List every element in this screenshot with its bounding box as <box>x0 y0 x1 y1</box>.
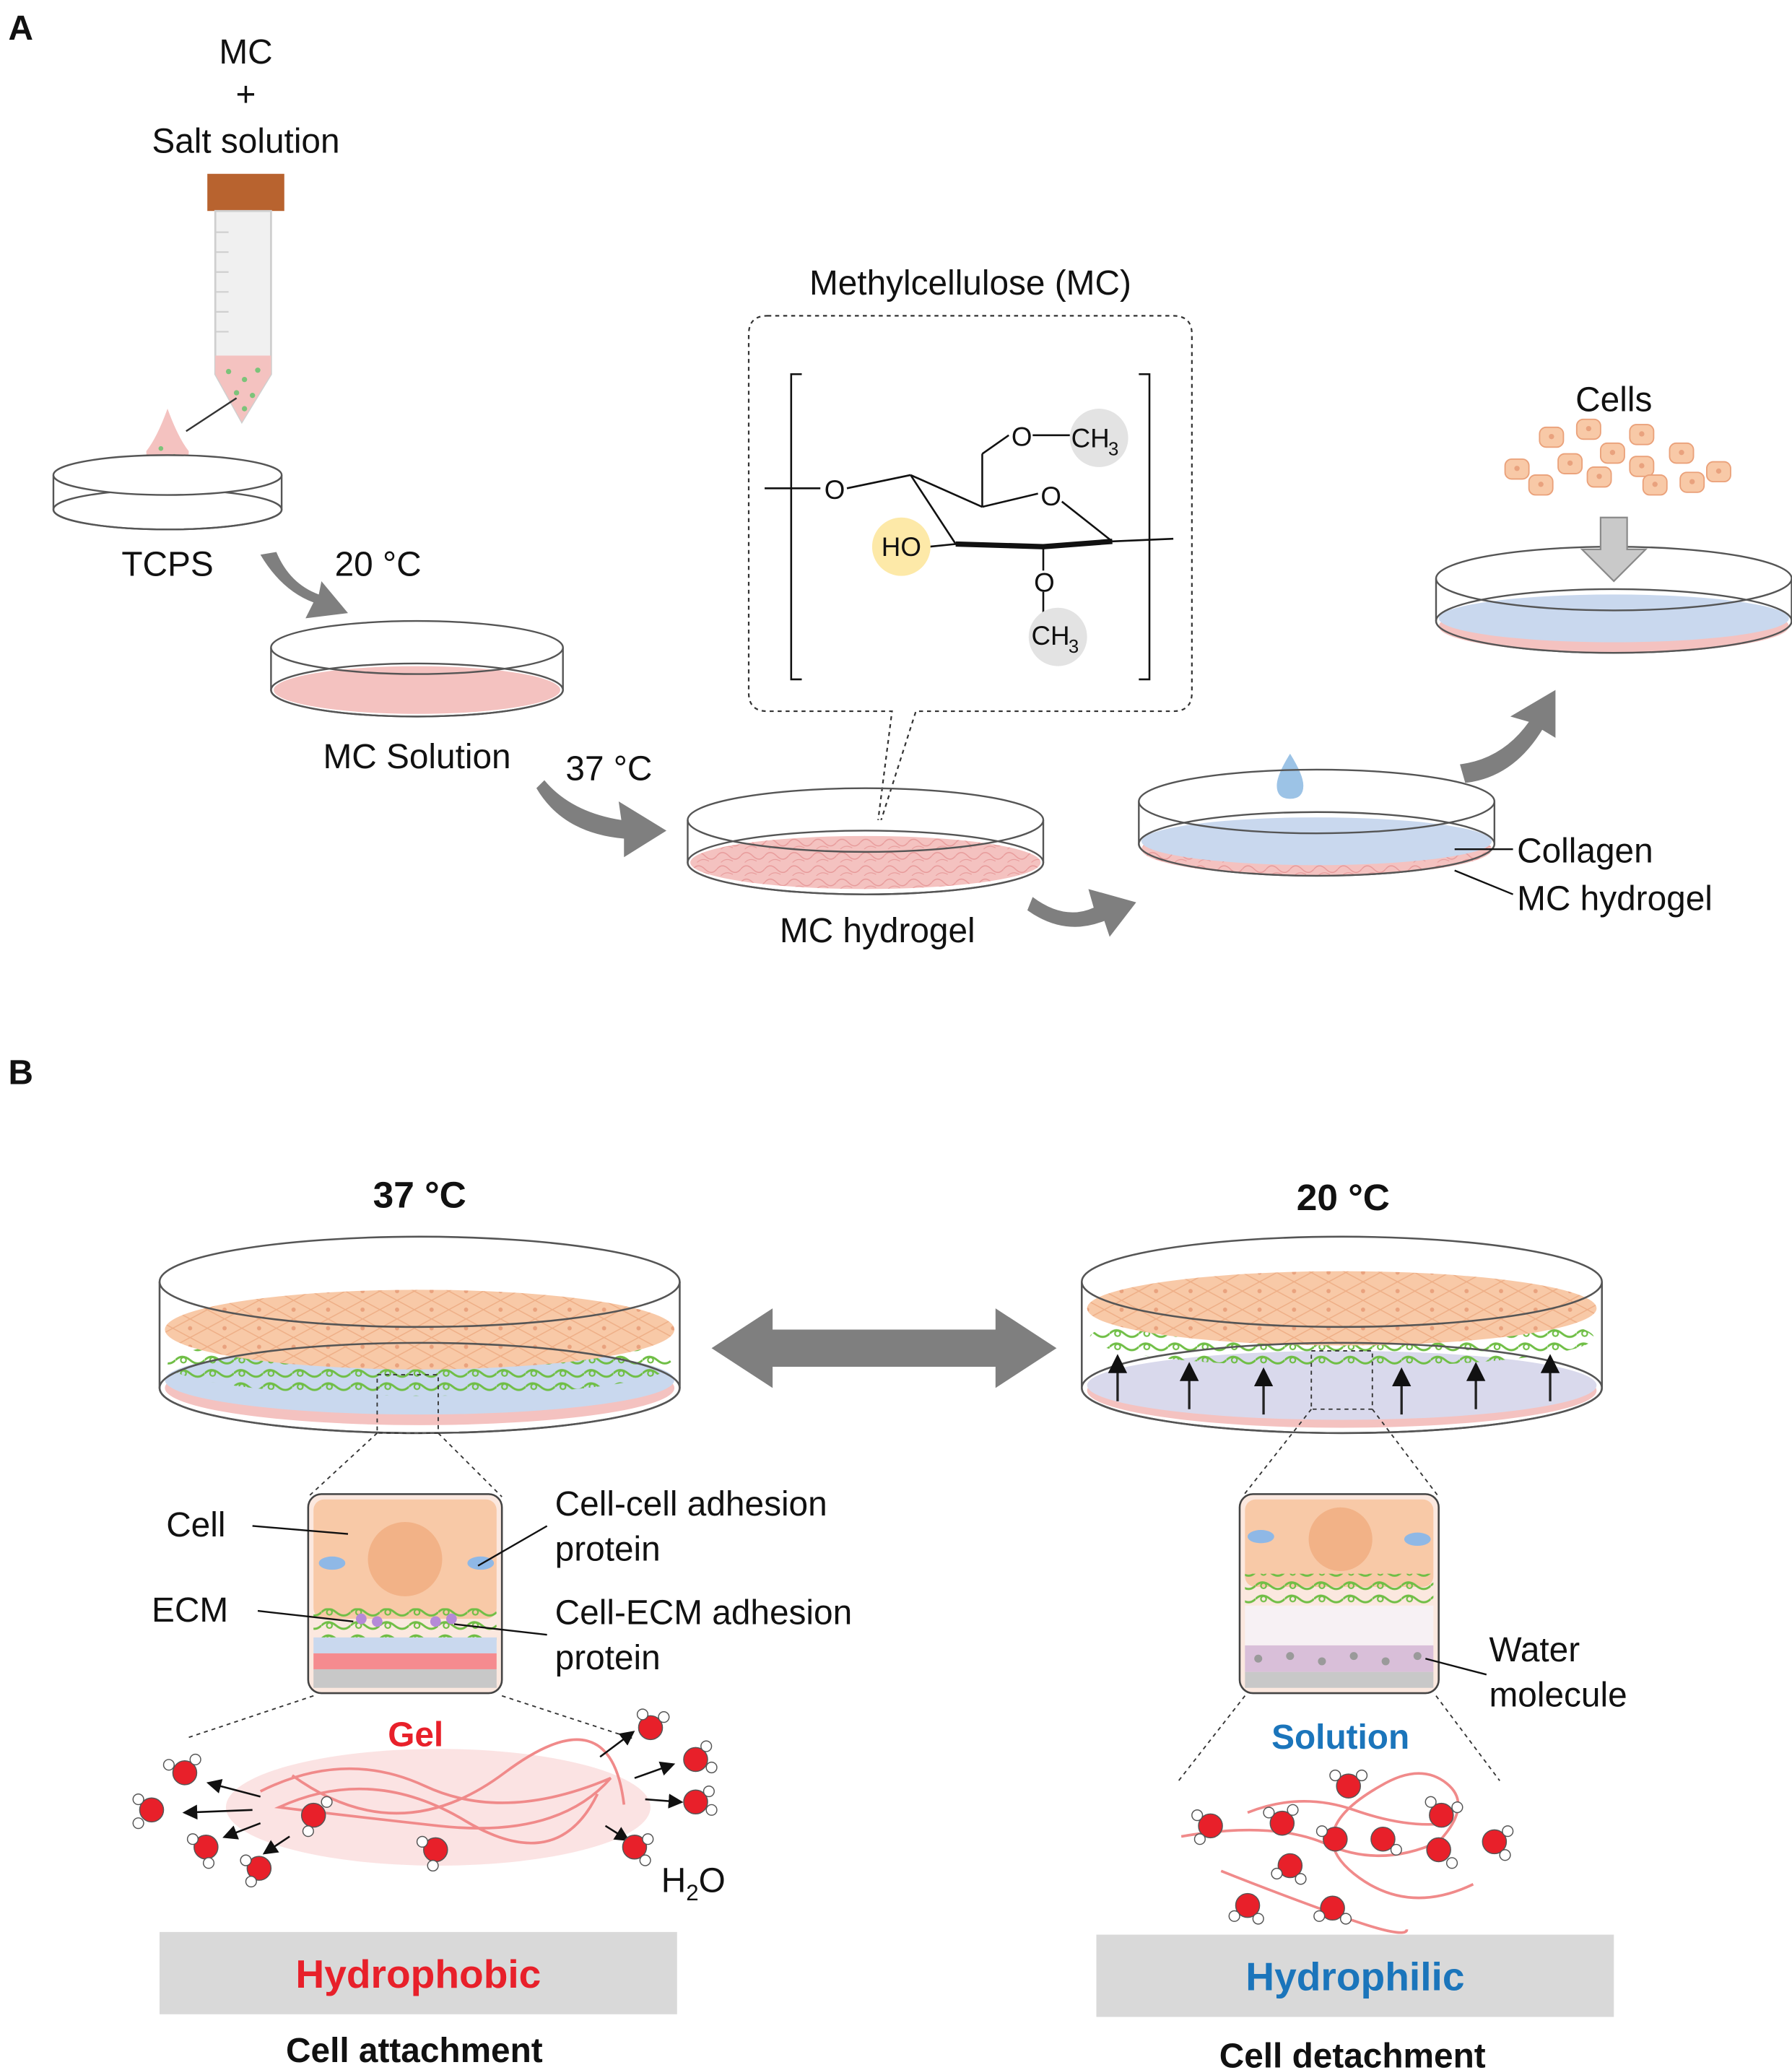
seeding-arrow <box>1580 516 1648 583</box>
tcps-dish <box>52 454 283 531</box>
collagen-dish <box>1138 753 1514 895</box>
flow-arrow-4 <box>1460 690 1556 783</box>
hydrophobic-box <box>160 1931 677 2014</box>
svg-text:Salt solution: Salt solution <box>152 122 339 160</box>
mc-hydrogel-layer-label: MC hydrogel <box>1517 880 1713 918</box>
svg-text:+: + <box>236 76 256 114</box>
ch3-highlight-top <box>1069 409 1128 467</box>
mc-solution-dish <box>270 619 564 718</box>
right-zoom <box>1238 1409 1487 1695</box>
svg-text:O: O <box>1034 568 1055 598</box>
left-zoom-labels: Cell Cell-cell adhesion protein ECM Cell… <box>152 1485 852 1677</box>
svg-text:protein: protein <box>555 1639 661 1677</box>
mc-hydrogel-label: MC hydrogel <box>780 912 975 950</box>
panel-b-label: B <box>8 1053 33 1092</box>
structure-title: Methylcellulose (MC) <box>809 264 1131 303</box>
panel-a-label: A <box>8 9 33 48</box>
svg-text:O: O <box>825 475 845 505</box>
h2o-label: H2O <box>661 1862 726 1905</box>
svg-text:H2O: H2O <box>661 1862 726 1905</box>
structure-callout <box>747 315 1193 837</box>
svg-text:3: 3 <box>1108 439 1118 459</box>
cell-detachment-label: Cell detachment <box>1219 2037 1486 2070</box>
left-temp: 37 °C <box>373 1173 466 1215</box>
svg-text:O: O <box>1040 482 1061 511</box>
svg-text:HO: HO <box>882 532 921 562</box>
hydrophobic-label: Hydrophobic <box>295 1952 541 1996</box>
methylcellulose-structure <box>765 373 1174 681</box>
solution-water-molecules <box>1191 1769 1514 1925</box>
svg-text:protein: protein <box>555 1530 661 1568</box>
flow-arrow-3 <box>1027 889 1136 937</box>
tcps-label: TCPS <box>121 546 213 584</box>
gel-label: Gel <box>388 1716 443 1754</box>
mc-solution-label: MC Solution <box>323 738 510 776</box>
left-culture-dish <box>158 1235 681 1435</box>
temp-20c: 20 °C <box>335 546 422 584</box>
cell-attachment-label: Cell attachment <box>286 2032 543 2070</box>
svg-text:CH: CH <box>1031 621 1069 651</box>
cells-label: Cells <box>1575 381 1652 419</box>
svg-text:Cell-ECM adhesion: Cell-ECM adhesion <box>555 1593 852 1632</box>
cells-dish <box>1435 546 1792 654</box>
temp-37c: 37 °C <box>565 750 652 788</box>
mc-hydrogel-dish <box>687 787 1045 895</box>
right-temp: 20 °C <box>1297 1176 1390 1218</box>
svg-text:MC: MC <box>219 33 272 71</box>
gel-network <box>225 1738 651 1866</box>
svg-text:Cell-cell adhesion: Cell-cell adhesion <box>555 1485 827 1523</box>
water-label-1: Water <box>1489 1631 1580 1669</box>
left-zoom-leaders <box>252 1525 548 1636</box>
hydrophilic-label: Hydrophilic <box>1245 1954 1464 1999</box>
svg-text:3: 3 <box>1069 637 1079 657</box>
svg-text:Cell: Cell <box>166 1506 225 1544</box>
svg-text:ECM: ECM <box>152 1591 228 1630</box>
reversible-arrow <box>711 1308 1057 1388</box>
gel-water-molecules <box>132 1708 718 1888</box>
svg-text:O: O <box>1012 422 1032 452</box>
right-culture-dish <box>1081 1235 1604 1435</box>
left-zoom <box>307 1432 503 1695</box>
collagen-label: Collagen <box>1517 832 1653 871</box>
ch3-highlight-bottom <box>1028 607 1087 666</box>
svg-text:CH: CH <box>1071 423 1110 453</box>
centrifuge-tube <box>207 173 284 425</box>
flow-arrow-2 <box>536 780 667 858</box>
hydrophilic-box <box>1096 1934 1614 2017</box>
gel-water-arrows <box>182 1731 684 1855</box>
flow-arrow-1 <box>260 552 348 619</box>
solution-label: Solution <box>1271 1718 1409 1757</box>
water-label-2: molecule <box>1489 1676 1627 1714</box>
ho-highlight <box>871 517 931 576</box>
structure-atoms: O O O O CH 3 HO CH 3 <box>825 422 1119 658</box>
tube-label: MC + Salt solution <box>152 33 339 160</box>
